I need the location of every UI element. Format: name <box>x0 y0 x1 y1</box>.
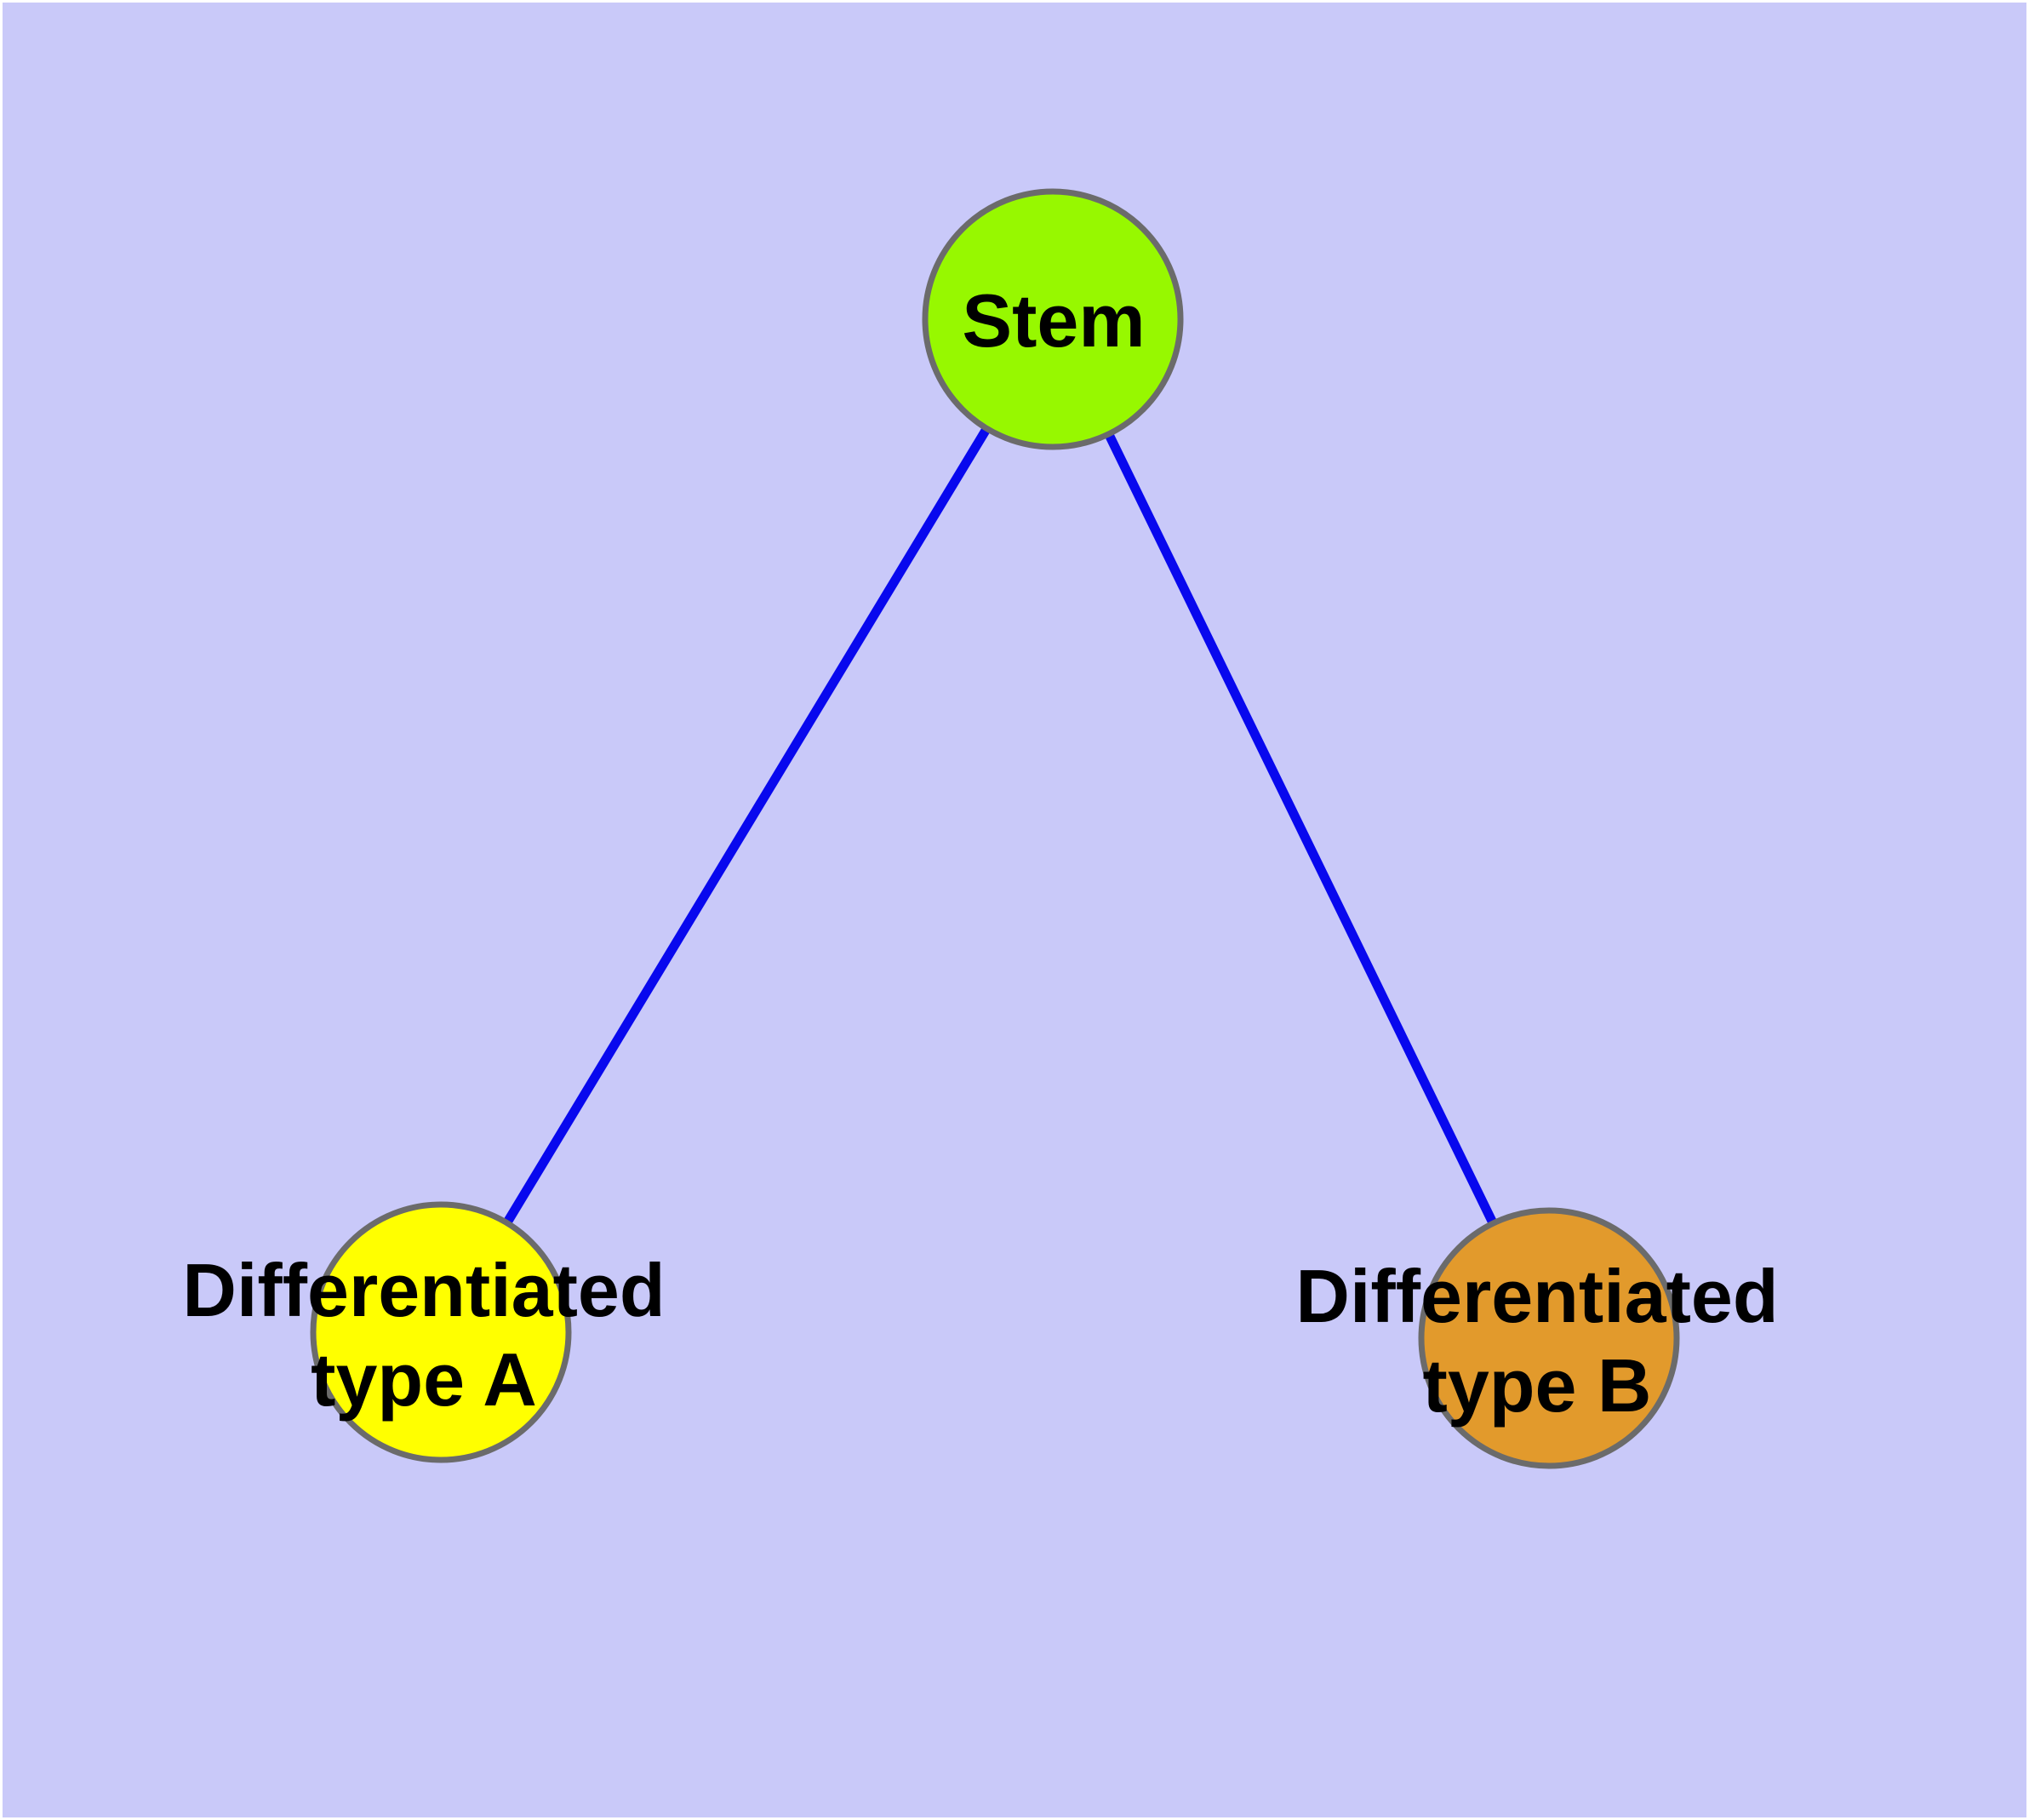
edges-layer <box>437 317 1553 1341</box>
stem-node <box>922 188 1184 450</box>
edge-stem-to-type-b <box>1049 317 1553 1341</box>
differentiated-type-b-node-label-line-1: Differentiated <box>1295 1254 1778 1338</box>
edge-stem-to-type-a <box>437 317 1057 1335</box>
differentiated-type-a-node-label-line-1: Differentiated <box>182 1248 665 1332</box>
differentiated-type-b-node-label-line-2: type B <box>1423 1343 1652 1428</box>
stem-node-label-line-1: Stem <box>962 278 1145 363</box>
differentiated-type-a-node <box>310 1201 572 1463</box>
differentiated-type-a-node-label-line-2: type A <box>311 1337 537 1422</box>
differentiated-type-b-node <box>1418 1207 1680 1469</box>
nodes-layer <box>310 188 1680 1469</box>
